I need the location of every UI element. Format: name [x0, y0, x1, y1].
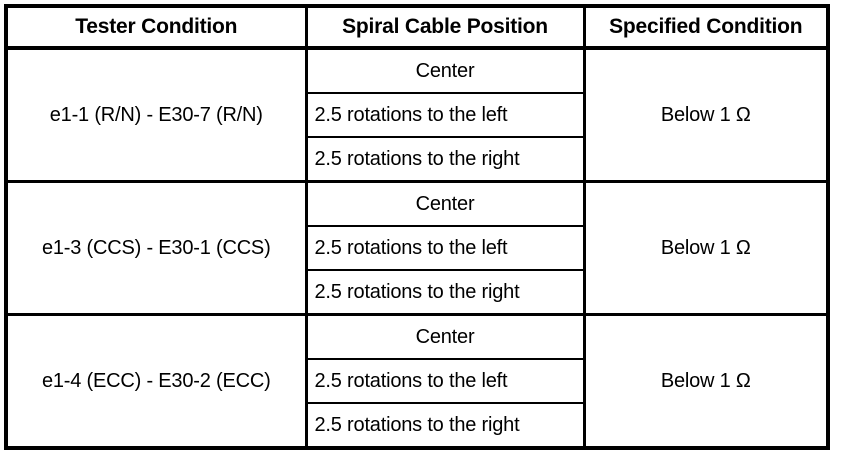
cell-tester-condition-2: e1-3 (CCS) - E30-1 (CCS) — [6, 180, 308, 315]
specification-table: Tester Condition Spiral Cable Position S… — [4, 4, 830, 450]
specification-table-container: Tester Condition Spiral Cable Position S… — [4, 4, 830, 450]
cell-spiral-cable-position-1-1: Center — [306, 46, 584, 94]
cell-spiral-cable-position-1-3: 2.5 rotations to the right — [306, 137, 584, 182]
table-row: e1-1 (R/N) - E30-7 (R/N) Center Below 1 … — [6, 46, 828, 182]
table-row: e1-4 (ECC) - E30-2 (ECC) Center Below 1 … — [6, 313, 828, 448]
cell-spiral-cable-position-2-3: 2.5 rotations to the right — [306, 270, 584, 315]
column-header-spiral-cable-position: Spiral Cable Position — [306, 6, 586, 50]
cell-tester-condition-3: e1-4 (ECC) - E30-2 (ECC) — [6, 313, 308, 448]
table-row: 2.5 rotations to the right — [6, 137, 828, 182]
table-row: 2.5 rotations to the left — [6, 226, 828, 271]
cell-specified-condition-3: Below 1 Ω — [582, 313, 828, 448]
table-row: 2.5 rotations to the right — [6, 403, 828, 448]
cell-spiral-cable-position-2-1: Center — [306, 180, 584, 227]
table-row: 2.5 rotations to the left — [6, 93, 828, 138]
cell-spiral-cable-position-3-1: Center — [306, 313, 584, 360]
cell-spiral-cable-position-1-2: 2.5 rotations to the left — [306, 93, 584, 138]
column-header-specified-condition: Specified Condition — [584, 6, 828, 50]
cell-specified-condition-1: Below 1 Ω — [582, 46, 828, 182]
table-row: 2.5 rotations to the right — [6, 270, 828, 315]
cell-spiral-cable-position-3-2: 2.5 rotations to the left — [306, 359, 584, 404]
table-row: 2.5 rotations to the left — [6, 359, 828, 404]
table-header-row: Tester Condition Spiral Cable Position S… — [6, 6, 828, 50]
table-row: e1-3 (CCS) - E30-1 (CCS) Center Below 1 … — [6, 180, 828, 315]
column-header-tester-condition: Tester Condition — [6, 6, 308, 50]
cell-spiral-cable-position-2-2: 2.5 rotations to the left — [306, 226, 584, 271]
cell-specified-condition-2: Below 1 Ω — [582, 180, 828, 315]
cell-spiral-cable-position-3-3: 2.5 rotations to the right — [306, 403, 584, 448]
cell-tester-condition-1: e1-1 (R/N) - E30-7 (R/N) — [6, 46, 308, 182]
